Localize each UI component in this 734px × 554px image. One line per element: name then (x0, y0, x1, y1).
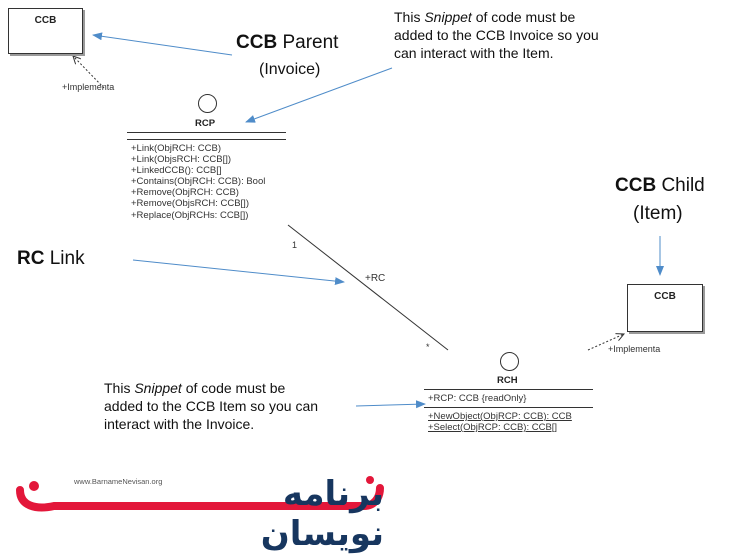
rcp-interface-circle (198, 94, 217, 113)
note-bottom-text: This (104, 380, 135, 396)
rcp-divider-bottom (127, 139, 286, 140)
rch-attribute: +RCP: CCB {readOnly} (428, 393, 527, 404)
rcp-operation: +Remove(ObjRCH: CCB) (131, 187, 239, 199)
pointer-parent-to-ccb (92, 32, 233, 56)
parent-label: CCB Parent (236, 31, 338, 54)
rcp-operations: +Link(ObjRCH: CCB) +Link(ObjsRCH: CCB[])… (131, 143, 265, 221)
rcp-operation: +Replace(ObjRCHs: CCB[]) (131, 209, 249, 221)
pointer-note-to-rcp (245, 67, 393, 123)
pointer-note-to-rch (355, 400, 426, 409)
logo-url: www.BarnameNevisan.org (74, 477, 163, 486)
site-logo: www.BarnameNevisan.org برنامه نویسان (14, 466, 385, 554)
rch-operations: +NewObject(ObjRCP: CCB): CCB +Select(Obj… (428, 411, 572, 433)
association-line (287, 224, 449, 351)
parent-label-bold: CCB (236, 32, 278, 53)
child-label-rest: Child (661, 175, 705, 196)
parent-sublabel: (Invoice) (259, 61, 321, 78)
note-bottom-emphasis: Snippet (134, 380, 182, 396)
implements-label-top: +Implementa (62, 82, 115, 92)
child-label-bold: CCB (615, 175, 657, 196)
connector-layer (0, 32, 664, 409)
multiplicity-bottom: * (426, 342, 430, 352)
note-top-text: of code must be (471, 9, 576, 25)
note-top-line3: can interact with the Item. (394, 45, 554, 61)
rch-divider-top (424, 389, 593, 390)
ccb-child-class-box: CCB (627, 284, 703, 332)
implements-label-bottom: +Implementa (608, 344, 661, 354)
rcp-class-name: RCP (195, 118, 216, 129)
rch-attributes: +RCP: CCB {readOnly} (428, 393, 526, 404)
note-top-line1: This Snippet of code must be (394, 8, 599, 26)
rch-class-name: RCH (497, 375, 518, 386)
note-bottom-text: of code must be (181, 380, 286, 396)
note-bottom-line1: This Snippet of code must be (104, 379, 318, 397)
rcp-operation: +Link(ObjRCH: CCB) (131, 143, 222, 154)
note-top-line2: added to the CCB Invoice so you (394, 27, 599, 43)
note-bottom: This Snippet of code must be added to th… (104, 379, 318, 433)
ccb-parent-class-box: CCB (8, 8, 83, 54)
rch-operation: +NewObject(ObjRCP: CCB): CCB (428, 411, 572, 422)
rcp-operation: +Remove(ObjsRCH: CCB[]) (131, 198, 249, 210)
logo-swoosh-icon (16, 476, 384, 512)
rch-interface-circle (500, 352, 519, 371)
multiplicity-top: 1 (292, 240, 298, 250)
link-label-rest: Link (49, 248, 85, 269)
pointer-link-to-association (132, 259, 345, 286)
note-bottom-line3: interact with the Invoice. (104, 416, 255, 432)
rcp-operation: +LinkedCCB(): CCB[] (131, 165, 222, 177)
ccb-parent-class-name: CCB (34, 15, 57, 26)
association-role-label: +RC (365, 273, 386, 284)
note-top-emphasis: Snippet (424, 9, 472, 25)
rch-divider-bottom (424, 407, 593, 408)
note-top-text: This (394, 9, 425, 25)
link-label-bold: RC (17, 248, 45, 269)
rch-operation: +Select(ObjRCP: CCB): CCB[] (428, 422, 558, 434)
uml-diagram: CCB +Implementa RCP +Link(ObjRCH: CCB) +… (0, 8, 705, 554)
implements-arrow-top (73, 56, 105, 89)
rcp-divider-top (127, 132, 286, 133)
parent-label-rest: Parent (282, 32, 339, 53)
implements-arrow-bottom (587, 334, 624, 351)
note-bottom-line2: added to the CCB Item so you can (104, 398, 319, 414)
note-top: This Snippet of code must be added to th… (394, 8, 599, 62)
child-sublabel: (Item) (633, 203, 683, 224)
rcp-operation: +Link(ObjsRCH: CCB[]) (131, 154, 232, 166)
ccb-child-class-name: CCB (654, 291, 676, 302)
logo-wordmark: برنامه نویسان (260, 474, 385, 554)
rcp-operation: +Contains(ObjRCH: CCB): Bool (131, 176, 266, 188)
link-label: RC Link (17, 247, 85, 270)
child-label: CCB Child (615, 174, 705, 197)
